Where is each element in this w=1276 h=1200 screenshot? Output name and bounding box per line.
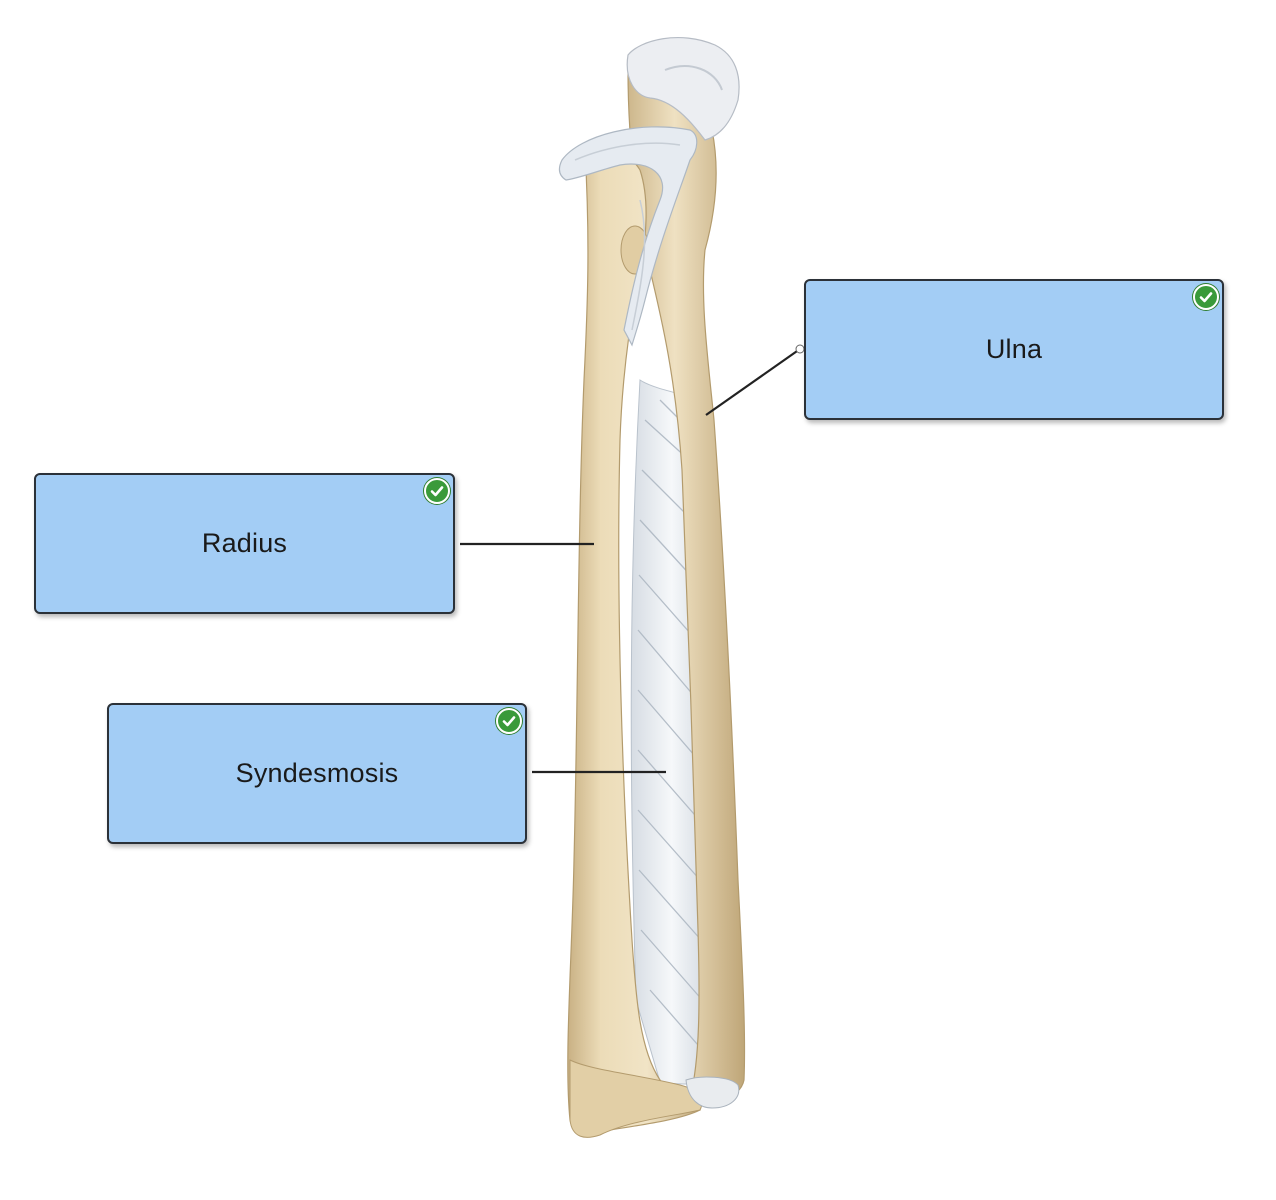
- label-box-syndesmosis[interactable]: Syndesmosis: [107, 703, 527, 844]
- label-box-radius[interactable]: Radius: [34, 473, 455, 614]
- distal-radius: [569, 1059, 703, 1138]
- label-text-radius: Radius: [201, 528, 288, 558]
- ulna-bone: [627, 67, 746, 1102]
- check-circle-icon: [424, 478, 450, 504]
- distal-ulna-cap: [685, 1076, 740, 1109]
- check-circle-icon: [496, 708, 522, 734]
- leader-anchor-ulna: [795, 344, 805, 354]
- leader-line-ulna: [705, 348, 801, 416]
- proximal-ulna-head: [626, 37, 740, 141]
- label-text-syndesmosis: Syndesmosis: [235, 758, 399, 788]
- label-box-ulna[interactable]: Ulna: [804, 279, 1224, 420]
- label-text-ulna: Ulna: [985, 334, 1043, 364]
- check-circle-icon: [1193, 284, 1219, 310]
- annular-ligament: [558, 126, 698, 347]
